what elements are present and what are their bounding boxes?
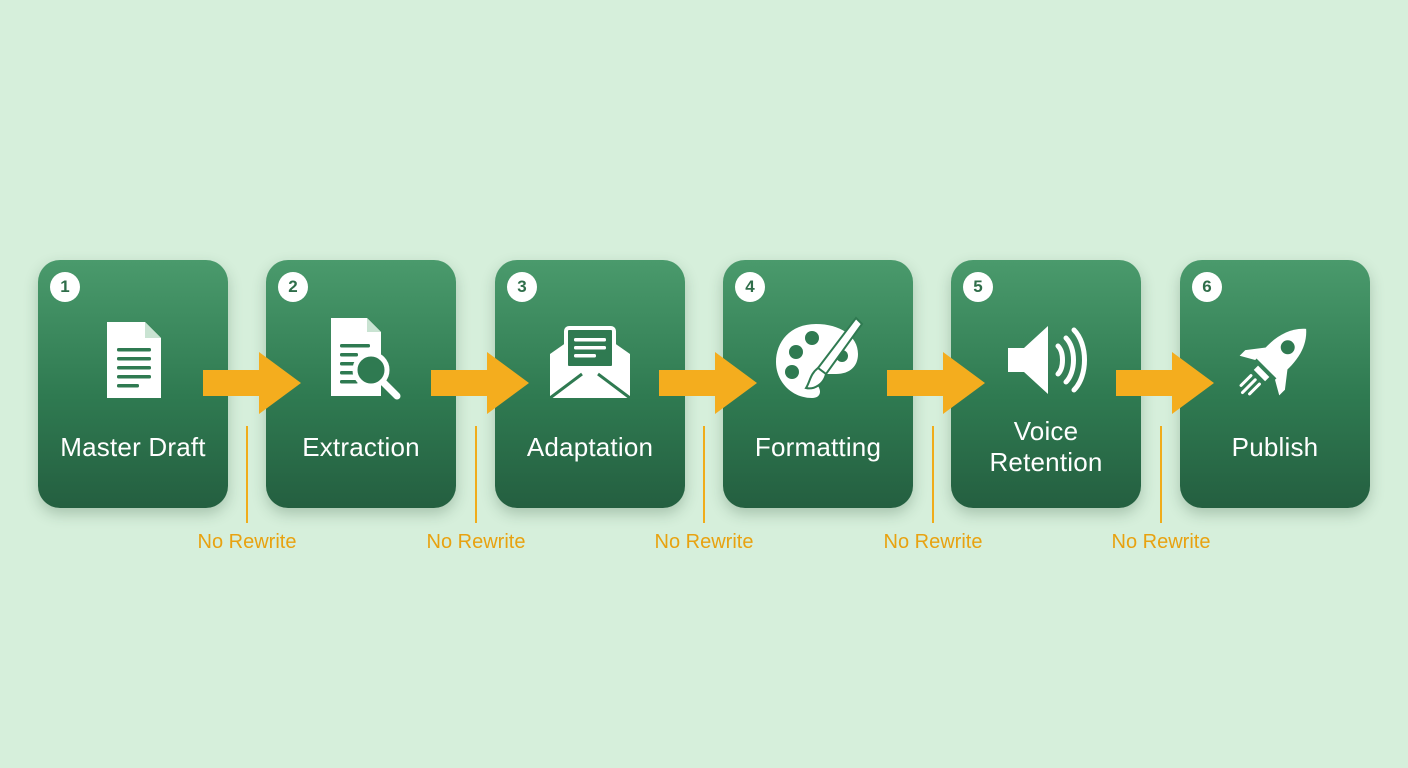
connector-line xyxy=(1160,426,1162,523)
step-label: Adaptation xyxy=(526,431,654,462)
step-label: Voice Retention xyxy=(989,416,1103,477)
no-rewrite-note: No Rewrite xyxy=(426,531,526,553)
no-rewrite-note: No Rewrite xyxy=(1111,531,1211,553)
arrow-right-icon xyxy=(659,352,757,414)
arrow-right-icon xyxy=(203,352,301,414)
palette-brush-icon xyxy=(770,312,866,408)
document-icon xyxy=(85,312,181,408)
no-rewrite-note: No Rewrite xyxy=(883,531,983,553)
step-label: Formatting xyxy=(754,431,882,462)
step-label: Publish xyxy=(1231,431,1319,462)
no-rewrite-note: No Rewrite xyxy=(654,531,754,553)
arrow-right-icon xyxy=(1116,352,1214,414)
connector-line xyxy=(246,426,248,523)
connector-line xyxy=(703,426,705,523)
step-number-badge: 5 xyxy=(963,272,993,302)
envelope-icon xyxy=(542,312,638,408)
connector-line xyxy=(932,426,934,523)
arrow-right-icon xyxy=(887,352,985,414)
step-number-badge: 6 xyxy=(1192,272,1222,302)
step-number-badge: 1 xyxy=(50,272,80,302)
step-number-badge: 3 xyxy=(507,272,537,302)
speaker-icon xyxy=(998,312,1094,408)
step-card-master-draft: 1 Master Draft xyxy=(38,260,228,508)
step-label: Extraction xyxy=(302,431,420,462)
connector-line xyxy=(475,426,477,523)
rocket-icon xyxy=(1227,312,1323,408)
no-rewrite-note: No Rewrite xyxy=(197,531,297,553)
document-search-icon xyxy=(313,312,409,408)
step-number-badge: 4 xyxy=(735,272,765,302)
arrow-right-icon xyxy=(431,352,529,414)
step-label: Master Draft xyxy=(60,431,206,462)
step-number-badge: 2 xyxy=(278,272,308,302)
